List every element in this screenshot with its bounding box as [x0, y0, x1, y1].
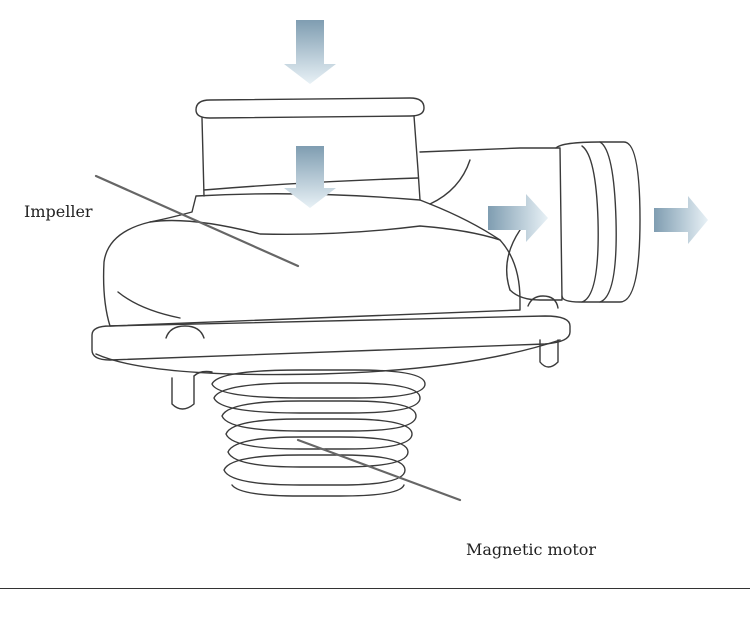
flow-arrow-icon — [284, 20, 336, 84]
flow-arrow-icon — [654, 196, 708, 244]
impeller-leader-line — [94, 174, 300, 268]
base-flange — [91, 295, 571, 410]
motor-coil — [211, 369, 426, 497]
flow-arrow-icon — [488, 194, 548, 242]
outlet-duct — [419, 141, 641, 303]
flow-arrow-icon — [284, 146, 336, 208]
bottom-divider — [0, 588, 750, 589]
magnetic-motor-label: Magnetic motor — [466, 540, 597, 559]
impeller-housing — [102, 193, 521, 327]
motor-leader-line — [296, 438, 462, 502]
impeller-label: Impeller — [24, 202, 93, 221]
